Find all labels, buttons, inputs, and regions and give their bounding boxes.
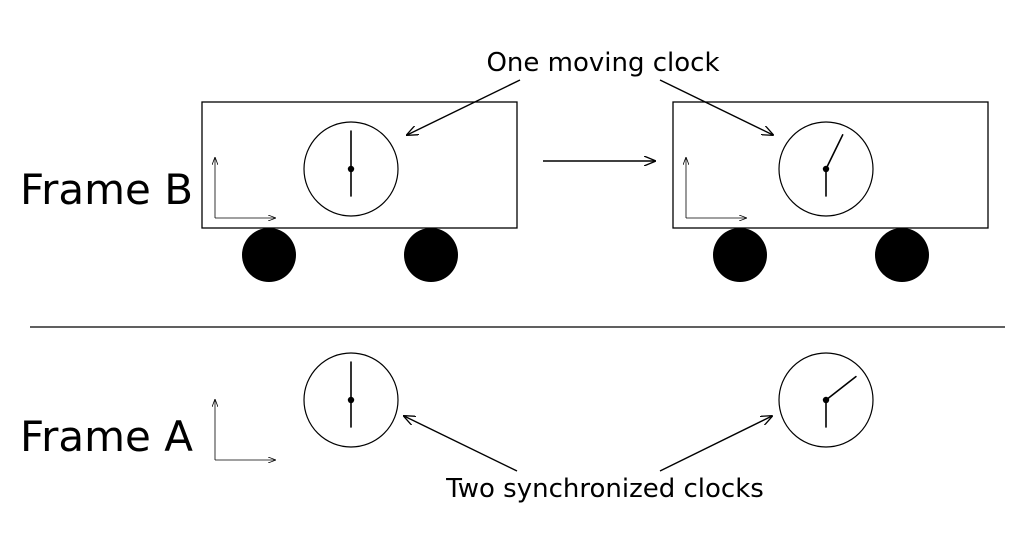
clock-pivot [347, 396, 355, 404]
wheel [404, 228, 458, 282]
annotation-arrow [404, 416, 518, 472]
coordinate-axes-icon [686, 157, 747, 218]
frame-b-label: Frame B [20, 165, 193, 214]
car-body [201, 101, 518, 229]
car-body [672, 101, 989, 229]
wheel [713, 228, 767, 282]
train-car-end [672, 101, 989, 282]
clock-pivot [347, 165, 355, 173]
wheel [875, 228, 929, 282]
coordinate-axes-icon [215, 399, 276, 460]
annotation-arrow [407, 79, 521, 135]
coordinate-axes-icon [215, 157, 276, 218]
train-car-start [201, 101, 518, 282]
annotation-arrow [659, 79, 773, 135]
moving-clock-start [303, 121, 399, 217]
wheel [242, 228, 296, 282]
moving-clock-note: One moving clock [486, 48, 719, 78]
annotation-arrow [659, 416, 772, 472]
clock-pivot [822, 396, 830, 404]
moving-clock-end [778, 121, 874, 217]
clock-hand-long [825, 375, 857, 401]
clock-hand-long [825, 134, 844, 170]
frame-a-label: Frame A [20, 412, 193, 461]
sync-clocks-note: Two synchronized clocks [445, 474, 764, 504]
stationary-clock-right [778, 352, 874, 448]
clock-pivot [822, 165, 830, 173]
stationary-clock-left [303, 352, 399, 448]
